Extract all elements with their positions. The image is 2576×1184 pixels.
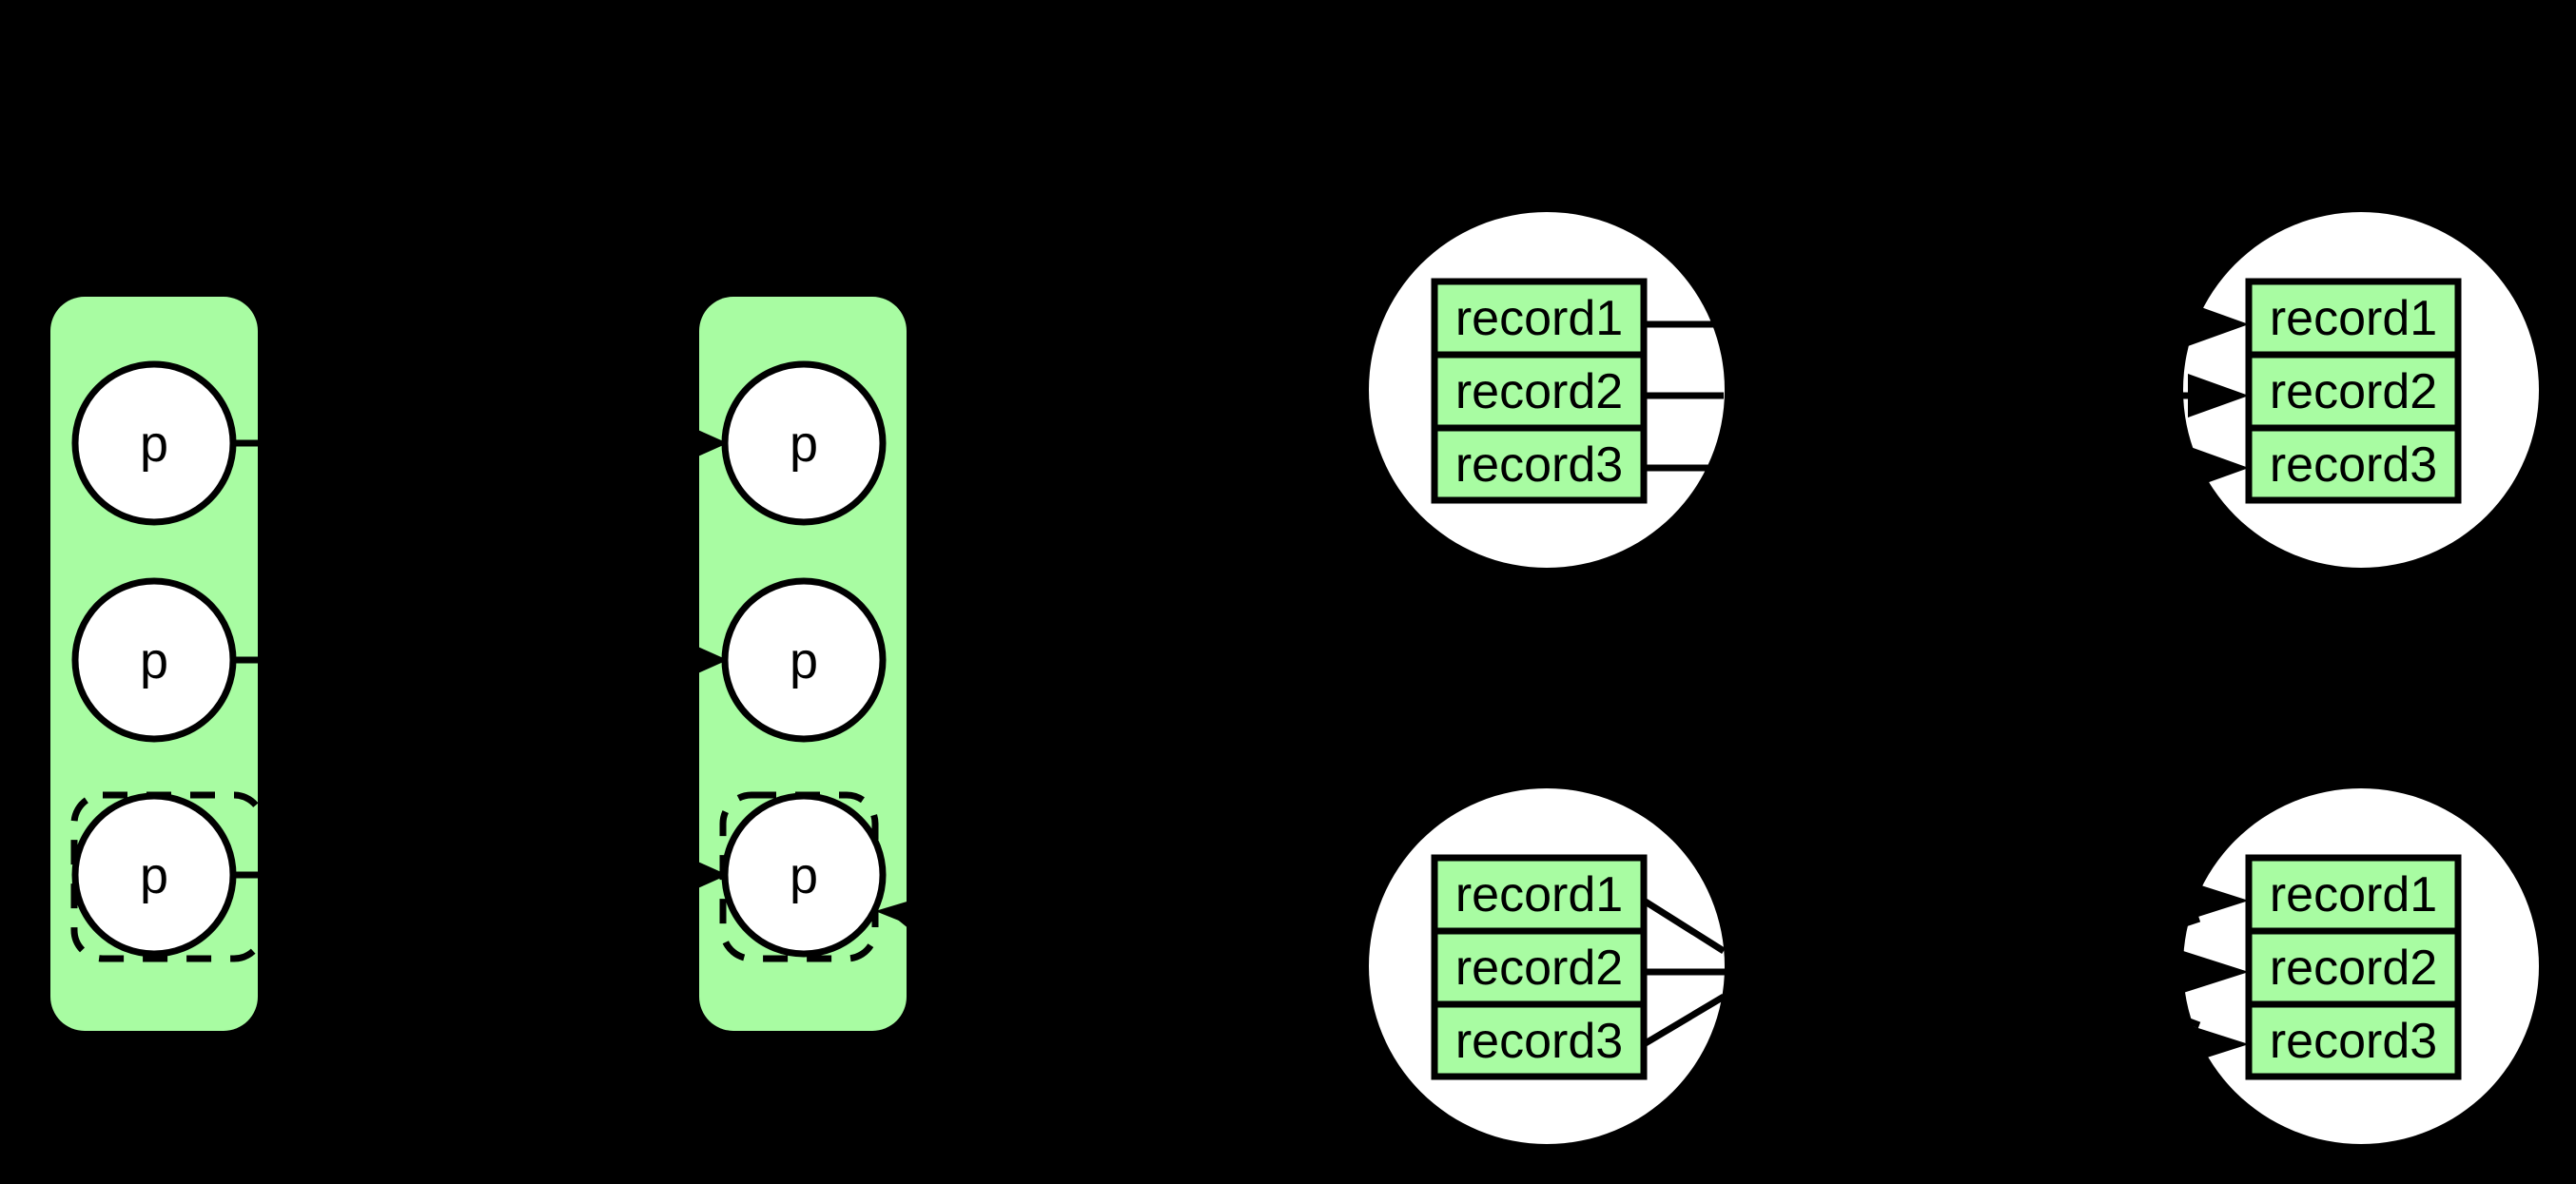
node-p-left-3[interactable]: p bbox=[71, 792, 263, 958]
dashed-incoming-edge bbox=[875, 900, 945, 954]
node-circle[interactable] bbox=[721, 577, 887, 743]
record-cell: record3 bbox=[2270, 437, 2437, 493]
node-p-left-1[interactable]: p bbox=[71, 360, 263, 526]
node-label: p bbox=[140, 632, 168, 689]
record-table bbox=[1431, 854, 1648, 1080]
record-table bbox=[1431, 278, 1648, 504]
records-bottom-right[interactable]: record1 record2 record3 bbox=[2152, 788, 2539, 1144]
record-cell: record2 bbox=[1455, 364, 1623, 419]
record-arrowhead-3 bbox=[2180, 1022, 2249, 1066]
arrowhead-right-2 bbox=[666, 632, 728, 688]
record-edge-1 bbox=[2157, 915, 2201, 936]
record-arrowhead-3 bbox=[2188, 446, 2249, 490]
node-circle[interactable] bbox=[71, 360, 237, 526]
records-bottom-left[interactable]: record1 record2 record3 bbox=[1369, 788, 1726, 1144]
records-top-right[interactable]: record1 record2 record3 bbox=[2173, 212, 2539, 568]
node-label: p bbox=[790, 632, 818, 689]
record-table bbox=[2245, 278, 2462, 504]
node-label: p bbox=[140, 416, 168, 473]
record-cell: record1 bbox=[1455, 867, 1623, 922]
record-arrowhead-1 bbox=[2180, 879, 2249, 922]
record-edge-3 bbox=[2157, 1006, 2201, 1029]
record-cell: record1 bbox=[2270, 291, 2437, 346]
records-top-left[interactable]: record1 record2 record3 bbox=[1369, 212, 1725, 568]
record-cell: record3 bbox=[2270, 1014, 2437, 1069]
record-arrowhead-2 bbox=[2188, 374, 2249, 417]
node-label: p bbox=[140, 847, 168, 904]
node-p-left-2[interactable]: p bbox=[71, 577, 263, 743]
dashed-arrowhead bbox=[875, 900, 913, 924]
record-cell: record1 bbox=[2270, 867, 2437, 922]
record-cell: record2 bbox=[2270, 941, 2437, 996]
record-edge-3 bbox=[1642, 993, 1726, 1048]
record-arrowhead-1 bbox=[2188, 302, 2249, 346]
node-label: p bbox=[790, 416, 818, 473]
arrowhead-right-3 bbox=[666, 847, 728, 903]
node-p-right-3[interactable]: p bbox=[666, 792, 887, 958]
node-p-right-1[interactable]: p bbox=[666, 360, 887, 526]
node-p-right-2[interactable]: p bbox=[666, 577, 887, 743]
node-circle[interactable] bbox=[721, 360, 887, 526]
record-cell: record2 bbox=[2270, 364, 2437, 419]
record-arrowhead-2 bbox=[2180, 950, 2249, 994]
cluster-right-arrowed[interactable]: p p p bbox=[666, 297, 945, 1031]
record-cell: record1 bbox=[1455, 291, 1623, 346]
arrowhead-right-1 bbox=[666, 416, 728, 471]
node-label: p bbox=[790, 847, 818, 904]
cluster-left-plain[interactable]: p p p bbox=[50, 297, 266, 1031]
node-circle[interactable] bbox=[721, 792, 887, 958]
record-table bbox=[2245, 854, 2462, 1080]
record-cell: record3 bbox=[1455, 437, 1623, 493]
record-cell: record3 bbox=[1455, 1014, 1623, 1069]
record-cell: record2 bbox=[1455, 941, 1623, 996]
node-circle[interactable] bbox=[71, 577, 237, 743]
record-edge-1 bbox=[1642, 898, 1726, 954]
node-circle[interactable] bbox=[71, 792, 237, 958]
